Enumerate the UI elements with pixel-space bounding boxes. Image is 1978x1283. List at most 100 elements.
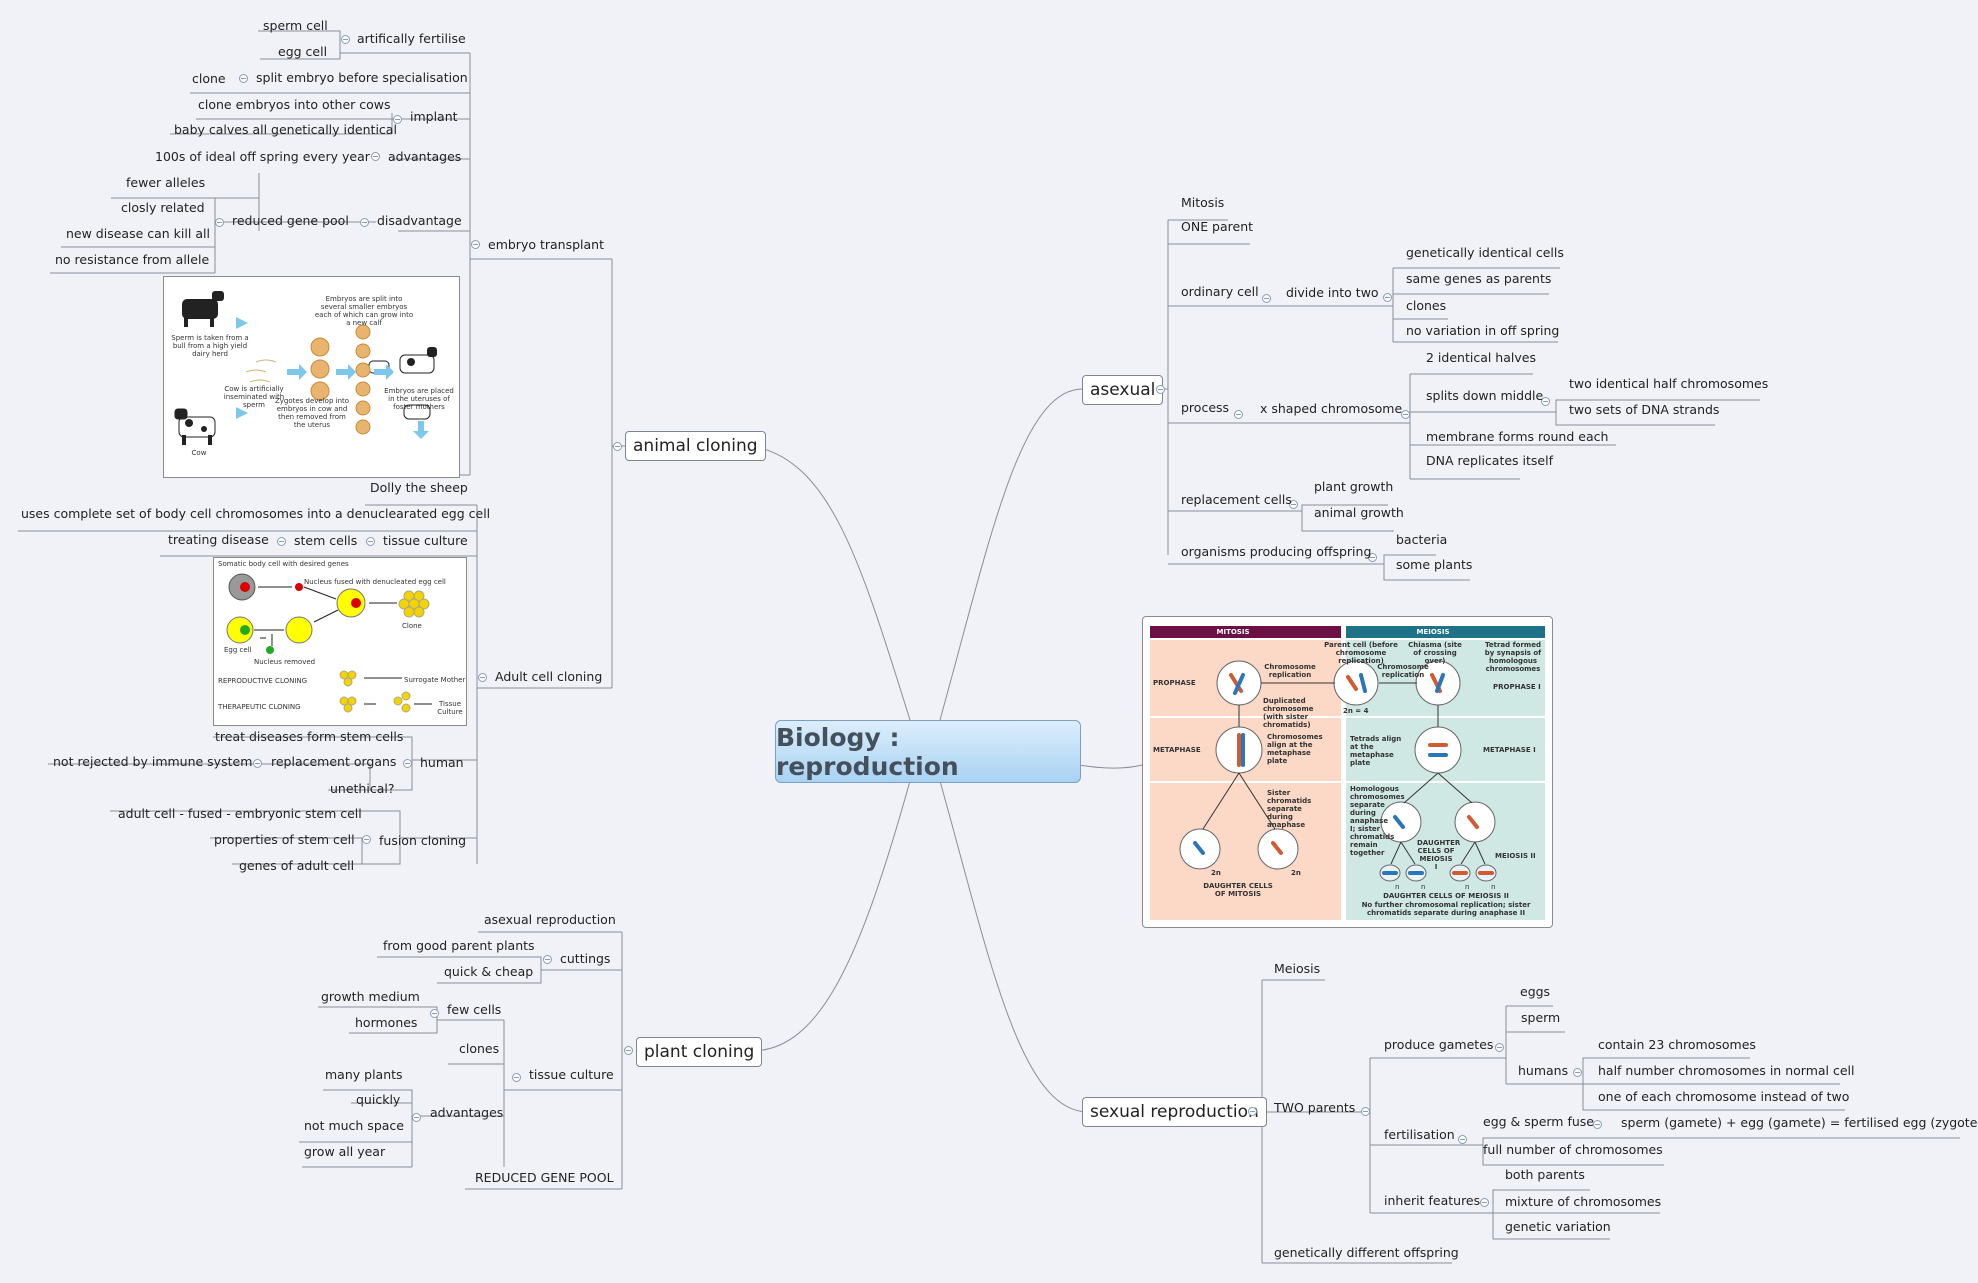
- node-stem-cells[interactable]: stem cells: [294, 533, 358, 548]
- collapse-asexual[interactable]: [1156, 385, 1165, 394]
- node-few-cells[interactable]: few cells: [447, 1002, 502, 1017]
- central-topic[interactable]: Biology : reproduction: [775, 720, 1081, 783]
- node-sperm-gamete[interactable]: sperm (gamete) + egg (gamete) = fertilis…: [1621, 1115, 1978, 1130]
- collapse-advantages-plant[interactable]: [412, 1113, 421, 1122]
- node-replacement-organs[interactable]: replacement organs: [271, 754, 397, 769]
- node-dolly[interactable]: Dolly the sheep: [370, 480, 468, 495]
- node-both-parents[interactable]: both parents: [1505, 1167, 1585, 1182]
- node-no-variation[interactable]: no variation in off spring: [1406, 323, 1560, 338]
- collapse-ordinary-cell[interactable]: [1262, 294, 1271, 303]
- node-tissue-culture-plant[interactable]: tissue culture: [529, 1067, 614, 1082]
- node-hormones[interactable]: hormones: [355, 1015, 418, 1030]
- node-one-parent[interactable]: ONE parent: [1181, 219, 1254, 234]
- node-same-genes[interactable]: same genes as parents: [1406, 271, 1552, 286]
- node-meiosis[interactable]: Meiosis: [1274, 961, 1321, 976]
- collapse-fusion-cloning[interactable]: [362, 835, 371, 844]
- collapse-replacement-organs[interactable]: [253, 759, 262, 768]
- collapse-reduced-gene-pool[interactable]: [215, 218, 224, 227]
- node-adult-fused[interactable]: adult cell - fused - embryonic stem cell: [118, 806, 362, 821]
- node-process[interactable]: process: [1181, 400, 1230, 415]
- collapse-embryo-transplant[interactable]: [471, 240, 480, 249]
- node-two-parents[interactable]: TWO parents: [1274, 1100, 1356, 1115]
- node-two-identical-half[interactable]: two identical half chromosomes: [1569, 376, 1769, 391]
- node-egg-cell[interactable]: egg cell: [278, 44, 328, 59]
- node-two-sets-dna[interactable]: two sets of DNA strands: [1569, 402, 1720, 417]
- node-replacement-cells[interactable]: replacement cells: [1181, 492, 1292, 507]
- node-fusion-cloning[interactable]: fusion cloning: [379, 833, 467, 848]
- collapse-fertilisation[interactable]: [1458, 1135, 1467, 1144]
- node-asexual-reproduction[interactable]: asexual reproduction: [484, 912, 616, 927]
- collapse-advantages[interactable]: [371, 152, 380, 161]
- node-some-plants[interactable]: some plants: [1396, 557, 1473, 572]
- node-not-rejected[interactable]: not rejected by immune system: [53, 754, 253, 769]
- collapse-few-cells[interactable]: [430, 1009, 439, 1018]
- node-treating-disease[interactable]: treating disease: [168, 532, 269, 547]
- node-identical-halves[interactable]: 2 identical halves: [1426, 350, 1536, 365]
- node-new-disease[interactable]: new disease can kill all: [66, 226, 210, 241]
- node-reduced-gene-pool[interactable]: reduced gene pool: [232, 213, 349, 228]
- node-one-of-each[interactable]: one of each chromosome instead of two: [1598, 1089, 1850, 1104]
- node-uses-complete[interactable]: uses complete set of body cell chromosom…: [21, 506, 491, 521]
- node-growth-medium[interactable]: growth medium: [321, 989, 420, 1004]
- collapse-replacement-cells[interactable]: [1289, 500, 1298, 509]
- collapse-split-embryo[interactable]: [239, 74, 248, 83]
- collapse-sexual[interactable]: [1248, 1107, 1257, 1116]
- node-embryo-transplant[interactable]: embryo transplant: [488, 237, 604, 252]
- collapse-process[interactable]: [1234, 410, 1243, 419]
- collapse-two-parents[interactable]: [1361, 1107, 1370, 1116]
- node-unethical[interactable]: unethical?: [330, 781, 395, 796]
- node-plant-growth[interactable]: plant growth: [1314, 479, 1394, 494]
- node-advantages[interactable]: advantages: [388, 149, 462, 164]
- node-cuttings[interactable]: cuttings: [560, 951, 611, 966]
- node-closly-related[interactable]: closly related: [121, 200, 205, 215]
- node-contain-23[interactable]: contain 23 chromosomes: [1598, 1037, 1756, 1052]
- node-reduced-gene-pool-plant[interactable]: REDUCED GENE POOL: [475, 1170, 614, 1185]
- node-full-number[interactable]: full number of chromosomes: [1483, 1142, 1663, 1157]
- node-clone[interactable]: clone: [192, 71, 226, 86]
- collapse-x-shaped[interactable]: [1401, 410, 1410, 419]
- node-x-shaped[interactable]: x shaped chromosome: [1260, 401, 1403, 416]
- node-genetically-identical[interactable]: genetically identical cells: [1406, 245, 1564, 260]
- node-100s-offspring[interactable]: 100s of ideal off spring every year: [155, 149, 370, 164]
- collapse-stem-cells[interactable]: [277, 537, 286, 546]
- node-mitosis[interactable]: Mitosis: [1181, 195, 1225, 210]
- node-adult-cell-cloning[interactable]: Adult cell cloning: [495, 669, 603, 684]
- collapse-artificially-fertilise[interactable]: [341, 35, 350, 44]
- collapse-cuttings[interactable]: [543, 955, 552, 964]
- collapse-implant[interactable]: [393, 115, 402, 124]
- node-quickly[interactable]: quickly: [356, 1092, 401, 1107]
- collapse-egg-sperm-fuse[interactable]: [1593, 1120, 1602, 1129]
- node-humans[interactable]: humans: [1518, 1063, 1569, 1078]
- node-quick-cheap[interactable]: quick & cheap: [444, 964, 534, 979]
- node-inherit-features[interactable]: inherit features: [1384, 1193, 1481, 1208]
- collapse-animal-cloning[interactable]: [613, 442, 622, 451]
- node-dna-replicates[interactable]: DNA replicates itself: [1426, 453, 1553, 468]
- collapse-inherit-features[interactable]: [1480, 1198, 1489, 1207]
- node-properties[interactable]: properties of stem cell: [214, 832, 355, 847]
- collapse-divide-into-two[interactable]: [1383, 293, 1392, 302]
- node-implant[interactable]: implant: [410, 109, 458, 124]
- node-genes-adult[interactable]: genes of adult cell: [239, 858, 355, 873]
- node-human[interactable]: human: [420, 755, 464, 770]
- node-advantages-plant[interactable]: advantages: [430, 1105, 504, 1120]
- node-clone-embryos[interactable]: clone embryos into other cows: [198, 97, 391, 112]
- topic-plant-cloning[interactable]: plant cloning: [636, 1037, 763, 1067]
- collapse-organisms[interactable]: [1368, 553, 1377, 562]
- node-egg-sperm-fuse[interactable]: egg & sperm fuse: [1483, 1114, 1594, 1129]
- node-grow-all-year[interactable]: grow all year: [304, 1144, 386, 1159]
- node-eggs[interactable]: eggs: [1520, 984, 1551, 999]
- node-sperm[interactable]: sperm: [1521, 1010, 1561, 1025]
- collapse-produce-gametes[interactable]: [1495, 1043, 1504, 1052]
- collapse-tissue-culture[interactable]: [366, 537, 375, 546]
- node-animal-growth[interactable]: animal growth: [1314, 505, 1404, 520]
- node-baby-calves[interactable]: baby calves all genetically identical: [174, 122, 397, 137]
- node-genetically-different[interactable]: genetically different offspring: [1274, 1245, 1459, 1260]
- collapse-adult-cell[interactable]: [478, 673, 487, 682]
- node-split-embryo[interactable]: split embryo before specialisation: [256, 70, 468, 85]
- node-sperm-cell[interactable]: sperm cell: [263, 18, 328, 33]
- node-splits-down[interactable]: splits down middle: [1426, 388, 1544, 403]
- node-produce-gametes[interactable]: produce gametes: [1384, 1037, 1494, 1052]
- node-half-number[interactable]: half number chromosomes in normal cell: [1598, 1063, 1855, 1078]
- node-clones-asexual[interactable]: clones: [1406, 298, 1447, 313]
- collapse-humans[interactable]: [1573, 1068, 1582, 1077]
